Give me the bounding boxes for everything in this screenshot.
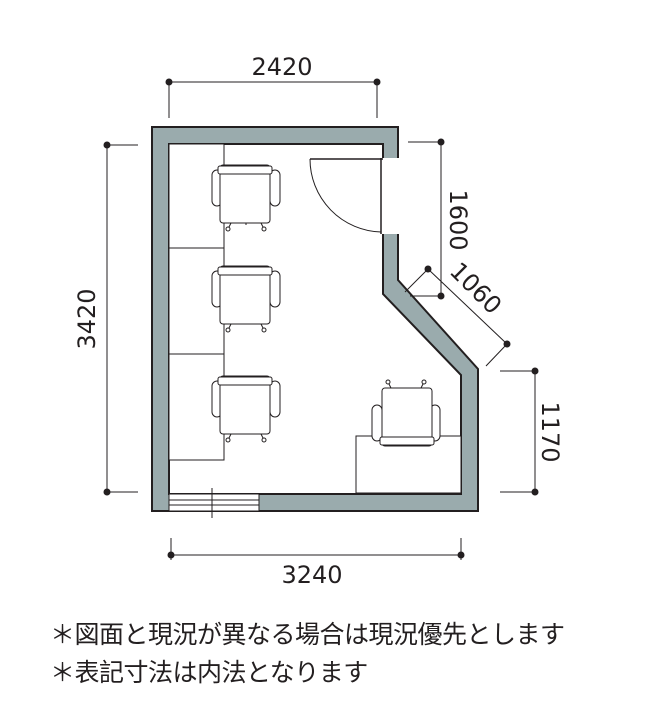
chair (211, 265, 281, 333)
dimension-left-label: 3420 (73, 288, 101, 349)
dimension-right-lower-label: 1170 (536, 401, 564, 462)
dimension-diagonal (404, 265, 511, 367)
chair (211, 164, 281, 232)
dimension-left (103, 141, 138, 496)
dimension-top (165, 78, 381, 118)
window (168, 488, 260, 518)
dimension-right-lower (500, 367, 539, 496)
chair (371, 379, 441, 447)
dimension-right-upper-label: 1600 (444, 189, 472, 250)
dimension-diagonal-label: 1060 (444, 257, 507, 320)
note-priority: ＊図面と現況が異なる場合は現況優先とします (50, 620, 565, 649)
dimension-top-label: 2420 (251, 53, 312, 81)
notes: ＊図面と現況が異なる場合は現況優先とします ＊表記寸法は内法となります (50, 616, 640, 692)
dimension-bottom-label: 3240 (281, 561, 342, 589)
note-inner-dimensions: ＊表記寸法は内法となります (50, 658, 368, 687)
dimension-bottom (167, 538, 465, 560)
door (309, 158, 400, 234)
chair (211, 375, 281, 443)
desk-row (168, 143, 225, 461)
dimension-right-upper (408, 138, 445, 300)
